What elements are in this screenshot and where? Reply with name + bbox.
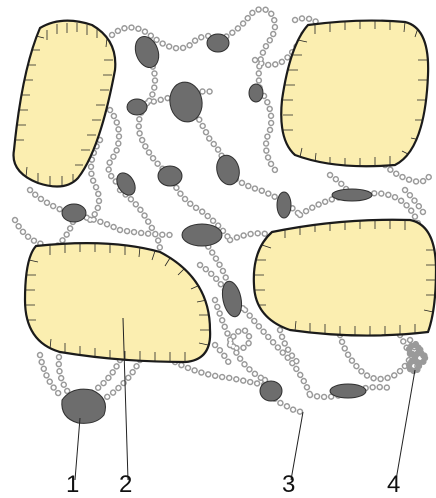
filler-particle (277, 192, 291, 218)
filler-particle (127, 99, 147, 115)
crystallite-top-left (14, 21, 116, 187)
callout-label-1: 1 (66, 473, 79, 497)
filler-particle (260, 381, 282, 401)
filler-particle (62, 204, 86, 222)
filler-particle (62, 389, 106, 423)
filler-particle (158, 166, 182, 186)
filler-particle (213, 153, 242, 188)
leader-line-3 (291, 412, 303, 480)
crystallite-bottom-left (25, 242, 210, 362)
callout-label-2: 2 (119, 473, 132, 497)
callout-label-4: 4 (387, 473, 400, 497)
crystallite-top-right (281, 19, 428, 168)
leader-line-4 (396, 370, 415, 480)
filler-particle (207, 34, 229, 52)
filler-particle (182, 224, 222, 246)
filler-particle (113, 170, 139, 199)
callout-label-3: 3 (282, 473, 295, 497)
filler-particle (249, 84, 263, 102)
filler-particle (332, 189, 372, 201)
filler-particle (330, 384, 366, 398)
crystallite-bottom-right (254, 219, 436, 336)
